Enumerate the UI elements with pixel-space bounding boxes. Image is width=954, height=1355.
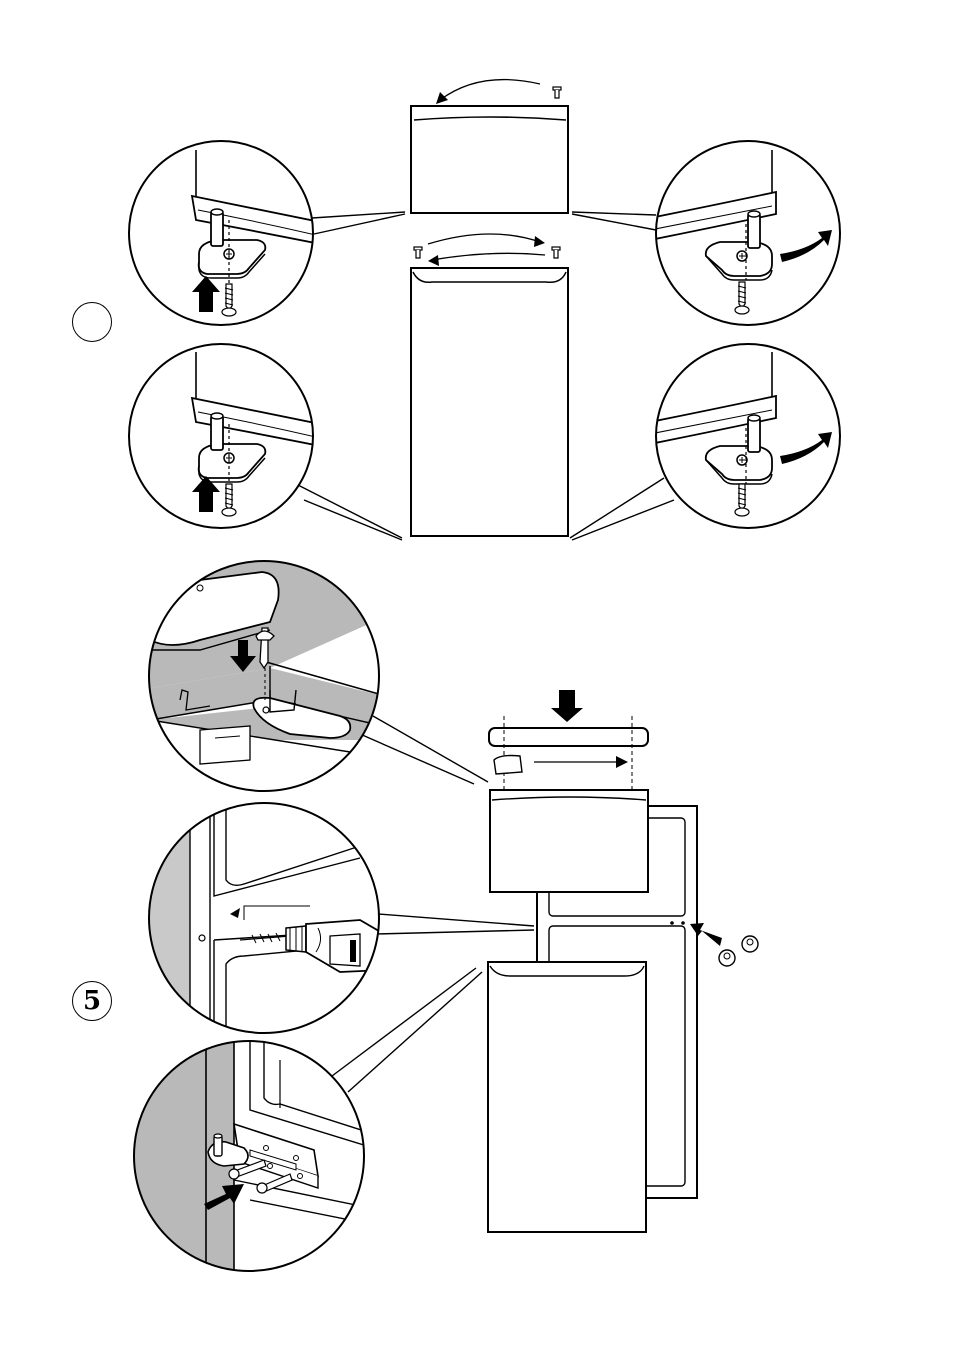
cover-cap-icon [552, 247, 560, 258]
detail-top-hinge-bracket [140, 560, 400, 800]
top-cover [489, 690, 648, 790]
detail-hinge-top-left [129, 141, 320, 325]
cover-cap-icon [719, 936, 758, 966]
cover-cap-icon [414, 247, 422, 258]
upper-door-mounted [490, 790, 648, 892]
detail-bottom-hinge-fixing [120, 1030, 380, 1280]
detail-hinge-top-right [650, 141, 840, 325]
move-arrow-icon [436, 80, 540, 104]
lower-door-mounted [488, 962, 646, 1232]
upper-door [411, 106, 568, 213]
swap-arrows-icon [428, 234, 545, 266]
step-number-4 [72, 302, 112, 342]
step-number-5: 5 [72, 981, 112, 1021]
lower-door [411, 268, 568, 536]
cover-cap-icon [553, 87, 561, 98]
detail-drilling [140, 800, 384, 1040]
detail-hinge-bottom-right [650, 344, 840, 528]
detail-hinge-bottom-left [129, 344, 320, 528]
